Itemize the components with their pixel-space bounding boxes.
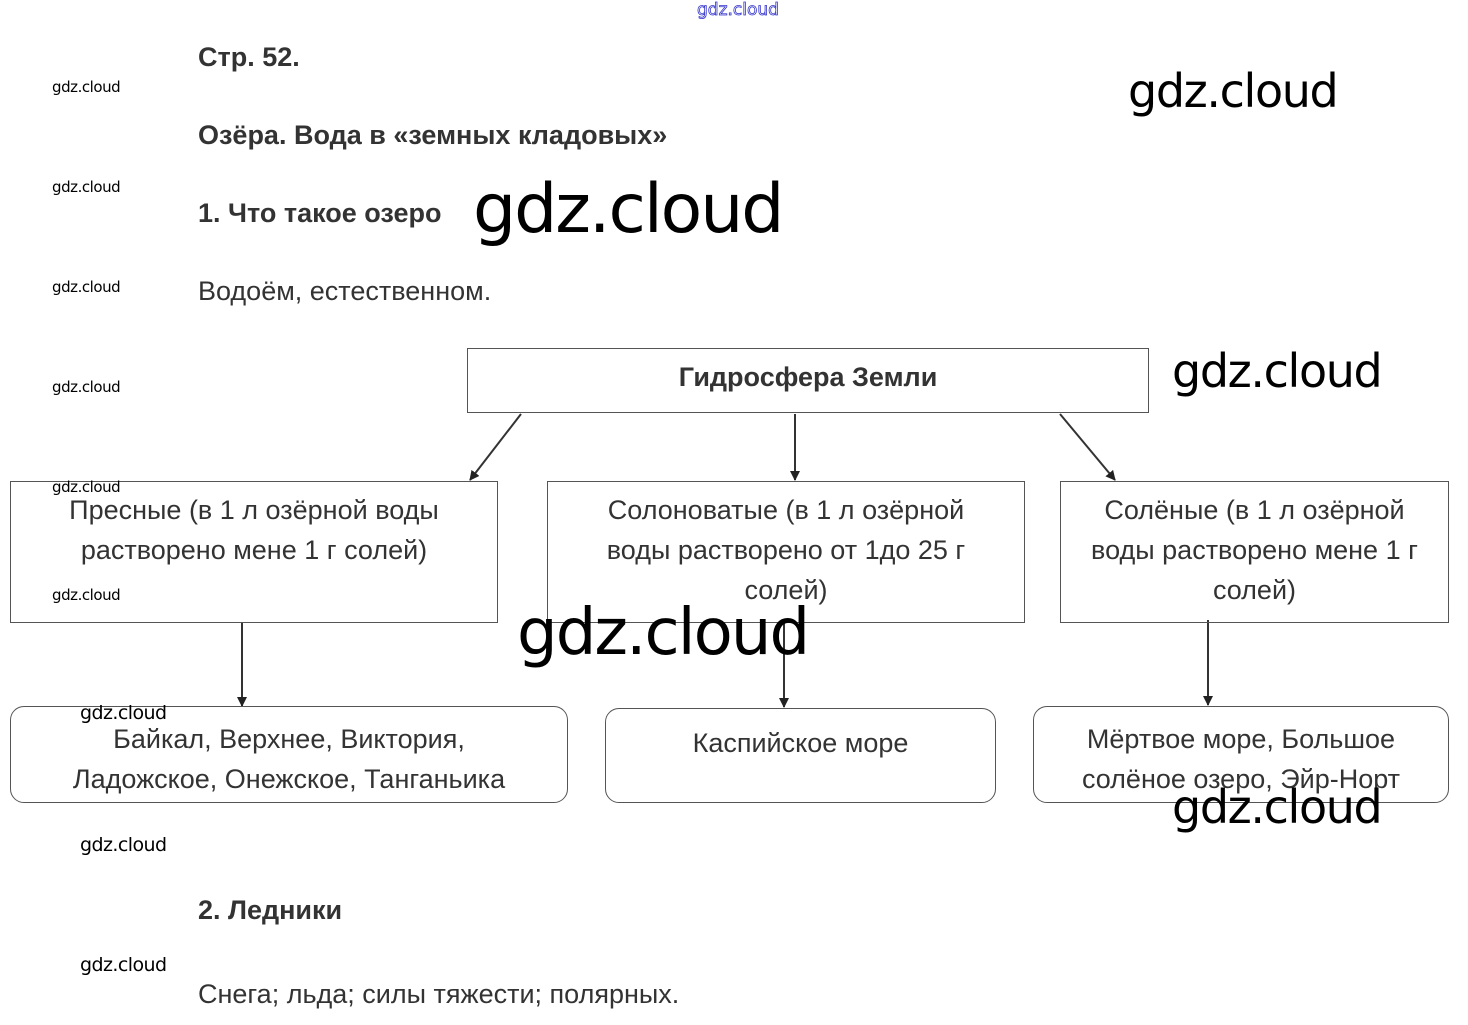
examples-fresh: Байкал, Верхнее, Виктория, Ладожское, Он… xyxy=(10,706,568,803)
watermark: gdz.cloud xyxy=(80,834,167,856)
question-2: 2. Ледники xyxy=(198,895,343,925)
category-salt-label: Солёные (в 1 л озёрной воды растворено м… xyxy=(1091,495,1418,605)
watermark: gdz.cloud xyxy=(1128,64,1339,118)
watermark: gdz.cloud xyxy=(52,278,121,296)
watermark: gdz.cloud xyxy=(52,78,121,96)
arrow-root-to-salt xyxy=(1059,413,1116,481)
watermark-top: gdz.cloud xyxy=(697,0,780,20)
root-box: Гидросфера Земли xyxy=(467,348,1149,413)
answer-1: Водоём, естественном. xyxy=(198,276,492,306)
page-header: Стр. 52. xyxy=(198,42,300,72)
question-1: 1. Что такое озеро xyxy=(198,198,442,228)
watermark: gdz.cloud xyxy=(473,170,784,249)
category-brackish-label: Солоноватые (в 1 л озёрной воды растворе… xyxy=(606,495,966,605)
root-label: Гидросфера Земли xyxy=(678,362,938,392)
arrow-root-to-fresh xyxy=(469,413,522,481)
watermark: gdz.cloud xyxy=(52,478,121,496)
answer-2: Снега; льда; силы тяжести; полярных. xyxy=(198,979,680,1009)
examples-salt-label: Мёртвое море, Большое солёное озеро, Эйр… xyxy=(1081,724,1401,794)
watermark: gdz.cloud xyxy=(80,702,167,724)
examples-brackish-label: Каспийское море xyxy=(692,728,909,758)
watermark: gdz.cloud xyxy=(52,378,121,396)
examples-brackish: Каспийское море xyxy=(605,708,996,803)
watermark: gdz.cloud xyxy=(517,596,810,670)
examples-salt: Мёртвое море, Большое солёное озеро, Эйр… xyxy=(1033,706,1449,803)
watermark: gdz.cloud xyxy=(80,954,167,976)
watermark: gdz.cloud xyxy=(52,586,121,604)
examples-fresh-label: Байкал, Верхнее, Виктория, Ладожское, Он… xyxy=(72,724,506,794)
watermark: gdz.cloud xyxy=(1172,344,1383,398)
watermark: gdz.cloud xyxy=(1172,780,1383,834)
category-fresh-label: Пресные (в 1 л озёрной воды растворено м… xyxy=(69,495,439,565)
category-brackish: Солоноватые (в 1 л озёрной воды растворе… xyxy=(547,481,1025,623)
watermark: gdz.cloud xyxy=(52,178,121,196)
category-salt: Солёные (в 1 л озёрной воды растворено м… xyxy=(1060,481,1449,623)
section-title: Озёра. Вода в «земных кладовых» xyxy=(198,120,668,150)
category-fresh: Пресные (в 1 л озёрной воды растворено м… xyxy=(10,481,498,623)
